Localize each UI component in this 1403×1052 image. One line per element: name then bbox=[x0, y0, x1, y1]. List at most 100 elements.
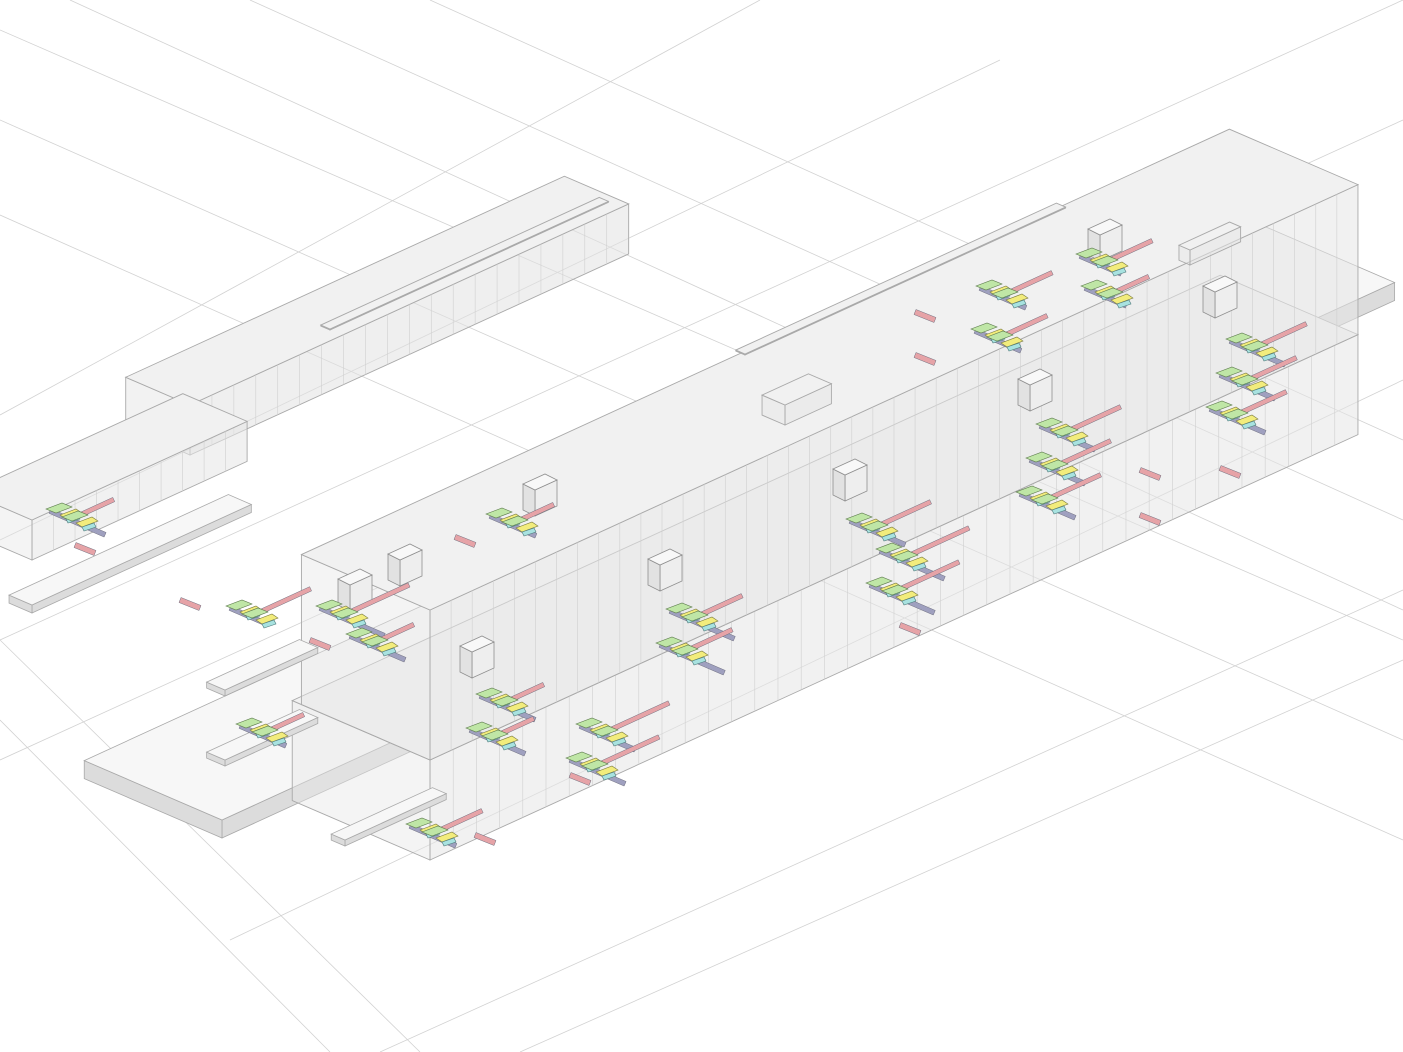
fcu-green-coil bbox=[481, 729, 509, 741]
fcu-green-coil bbox=[1035, 417, 1063, 429]
fcu-icon bbox=[881, 584, 919, 606]
fcu-yellow-body bbox=[75, 516, 99, 528]
fcu-yellow-body bbox=[595, 765, 619, 777]
fcu-icon bbox=[361, 635, 399, 657]
fcu-icon bbox=[861, 520, 899, 542]
canopy-3-top bbox=[330, 787, 448, 841]
context-line-4 bbox=[0, 719, 331, 1052]
context-line-0 bbox=[0, 29, 1403, 641]
fcu-yellow-body bbox=[1235, 414, 1259, 426]
fcu-icon bbox=[591, 725, 629, 747]
fcu-icon bbox=[1241, 340, 1279, 362]
fcu-yellow-body bbox=[1110, 293, 1134, 305]
building-massing bbox=[0, 128, 1396, 861]
fcu-green-coil bbox=[970, 322, 998, 334]
fcu-green-coil bbox=[501, 515, 529, 527]
return-duct-stub bbox=[913, 352, 937, 366]
fcu-green-coil bbox=[1231, 374, 1259, 386]
fcu-icon bbox=[1041, 459, 1079, 481]
fcu-green-coil bbox=[485, 507, 513, 519]
fcu-green-coil bbox=[61, 510, 89, 522]
fcu-yellow-body bbox=[1255, 346, 1279, 358]
fcu-icon bbox=[61, 510, 99, 532]
canopy-1 bbox=[205, 639, 319, 697]
fcu-cyan-valve bbox=[1061, 471, 1077, 481]
fcu-yellow-body bbox=[1065, 431, 1089, 443]
fcu-cyan-valve bbox=[441, 837, 457, 847]
return-duct-stub bbox=[73, 542, 97, 556]
fcu-icon bbox=[331, 607, 369, 629]
fcu-cyan-valve bbox=[1116, 299, 1132, 309]
left-wing-short-face bbox=[0, 505, 33, 561]
fcu-green-coil bbox=[861, 520, 889, 532]
fcu-green-coil bbox=[1225, 332, 1253, 344]
fcu-green-coil bbox=[241, 607, 269, 619]
context-line-13 bbox=[519, 659, 1403, 1052]
ahu-face-top bbox=[647, 548, 683, 566]
fcu-green-coil bbox=[565, 751, 593, 763]
roof-enclosure bbox=[760, 373, 833, 426]
fcu-cyan-valve bbox=[901, 596, 917, 606]
fcu-yellow-body bbox=[505, 701, 529, 713]
fcu-green-coil bbox=[1051, 425, 1079, 437]
fcu-icon bbox=[681, 610, 719, 632]
context-line-12 bbox=[379, 589, 1403, 1052]
fcu-cyan-valve bbox=[381, 647, 397, 657]
fcu-green-coil bbox=[986, 330, 1014, 342]
context-line-3 bbox=[0, 639, 421, 1052]
fcu-icon bbox=[991, 287, 1029, 309]
fcu-cyan-valve bbox=[521, 527, 537, 537]
fcu-green-coil bbox=[345, 627, 373, 639]
fcu-cyan-valve bbox=[261, 619, 277, 629]
fcu-cyan-valve bbox=[1261, 352, 1277, 362]
left-wing-base-slab bbox=[8, 494, 253, 614]
fcu-cyan-valve bbox=[271, 737, 287, 747]
ahu-face-top bbox=[1087, 218, 1123, 236]
fcu-yellow-body bbox=[875, 526, 899, 538]
fcu-yellow-body bbox=[1045, 499, 1069, 511]
fcu-icon bbox=[251, 725, 289, 747]
return-duct-stub bbox=[898, 622, 922, 636]
fcu-green-coil bbox=[1031, 493, 1059, 505]
fcu-cyan-valve bbox=[691, 656, 707, 666]
return-duct-stub bbox=[308, 637, 332, 651]
fcu-cyan-valve bbox=[81, 522, 97, 532]
ahu-box-icon bbox=[832, 458, 868, 502]
fcu-green-coil bbox=[315, 599, 343, 611]
fcu-cyan-valve bbox=[601, 771, 617, 781]
fcu-green-coil bbox=[1215, 366, 1243, 378]
fcu-green-coil bbox=[665, 602, 693, 614]
rear-wing-edge-top bbox=[734, 202, 1067, 355]
fcu-green-coil bbox=[1205, 400, 1233, 412]
fcu-green-coil bbox=[581, 759, 609, 771]
fcu-green-coil bbox=[331, 607, 359, 619]
fcu-yellow-body bbox=[345, 613, 369, 625]
ahu-box-icon bbox=[1017, 368, 1053, 412]
fcu-icon bbox=[1096, 287, 1134, 309]
fcu-cyan-valve bbox=[701, 622, 717, 632]
left-wing bbox=[0, 393, 249, 561]
fcu-yellow-body bbox=[895, 590, 919, 602]
fcu-cyan-valve bbox=[1251, 386, 1267, 396]
fcu-cyan-valve bbox=[1051, 505, 1067, 515]
return-duct-stub bbox=[1138, 467, 1162, 481]
fcu-yellow-body bbox=[515, 521, 539, 533]
return-duct-stub bbox=[453, 534, 477, 548]
fcu-yellow-body bbox=[265, 731, 289, 743]
fcu-green-coil bbox=[491, 695, 519, 707]
ahu-face-top bbox=[1017, 368, 1053, 386]
fcu-yellow-body bbox=[255, 613, 279, 625]
fcu-green-coil bbox=[421, 825, 449, 837]
fcu-cyan-valve bbox=[881, 532, 897, 542]
fcu-yellow-body bbox=[1105, 261, 1129, 273]
canopy-1-top bbox=[205, 639, 319, 691]
fcu-cyan-valve bbox=[1111, 267, 1127, 277]
ahu-face-top bbox=[387, 543, 423, 561]
fcu-green-coil bbox=[991, 287, 1019, 299]
ahu-face-top bbox=[459, 635, 495, 653]
fcu-green-coil bbox=[671, 644, 699, 656]
fcu-yellow-body bbox=[685, 650, 709, 662]
fcu-green-coil bbox=[361, 635, 389, 647]
fcu-yellow-body bbox=[495, 735, 519, 747]
